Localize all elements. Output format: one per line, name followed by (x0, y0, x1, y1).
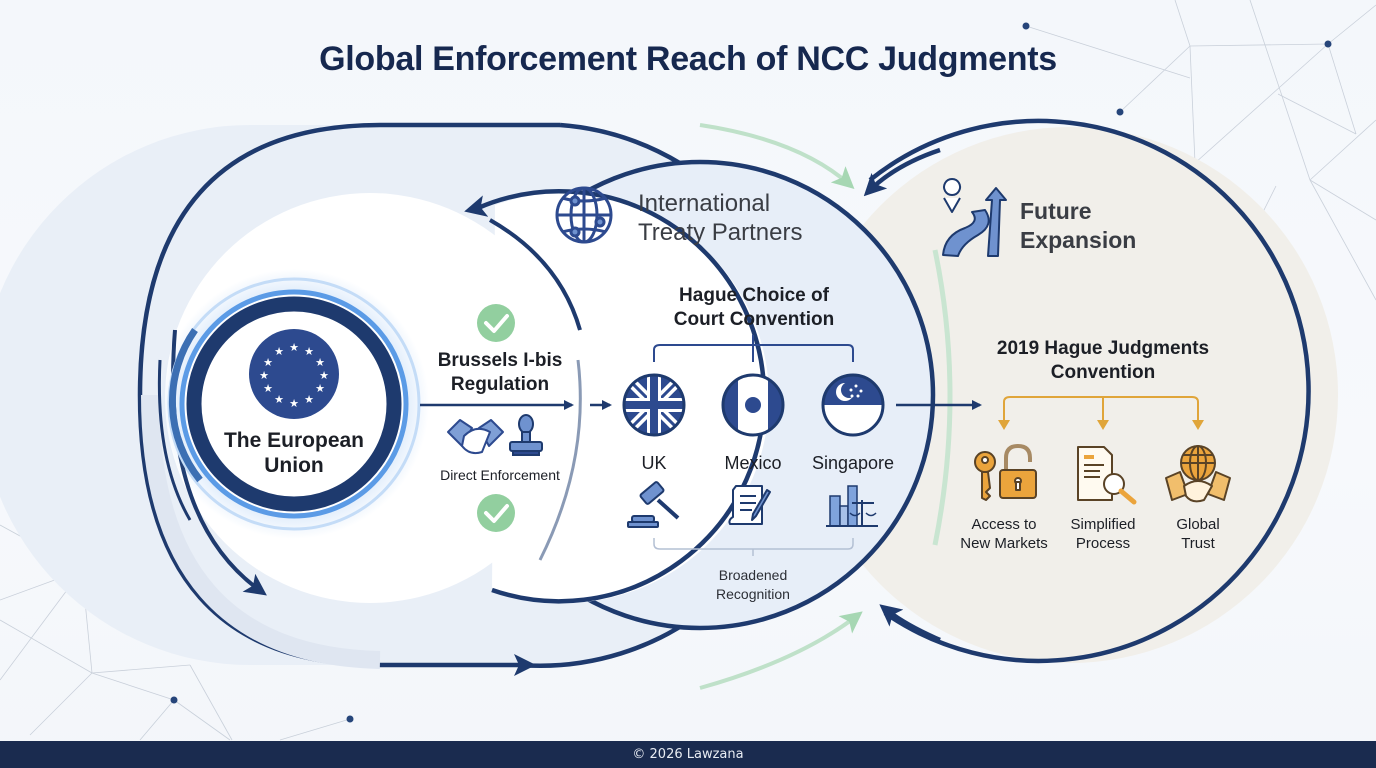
benefit-access-line2: New Markets (960, 535, 1048, 552)
svg-text:★: ★ (304, 345, 314, 358)
hague-choice-line1: Hague Choice of (679, 285, 829, 306)
country-singapore: Singapore (811, 453, 895, 473)
hague-choice-title: Hague Choice of Court Convention (654, 284, 854, 332)
document-search-icon (1077, 446, 1137, 505)
globe-network-icon (555, 186, 613, 244)
benefit-simplified-line1: Simplified (1070, 516, 1136, 533)
stamp-icon (509, 414, 543, 456)
handshake-icon (447, 419, 504, 455)
eu-flag-icon: ★★★ ★★★ ★★★ ★★★ (249, 329, 339, 419)
svg-text:★: ★ (304, 393, 314, 406)
brussels-title-line1: Brussels I-bis (437, 350, 563, 371)
broadened-recognition: Broadened Recognition (683, 566, 823, 604)
hague-judgments-line2: Convention (1050, 362, 1156, 383)
country-mexico: Mexico (724, 453, 782, 473)
city-scales-icon (826, 485, 878, 527)
hague-choice-line2: Court Convention (673, 309, 835, 330)
footer: © 2026 Lawzana (0, 741, 1376, 768)
eu-label-line1: The European (223, 429, 365, 452)
svg-text:★: ★ (263, 382, 273, 395)
svg-text:★: ★ (319, 369, 329, 382)
future-heading-line1: Future (1020, 198, 1092, 224)
broadened-line2: Recognition (716, 586, 790, 602)
svg-text:★: ★ (289, 341, 299, 354)
broadened-line1: Broadened (718, 567, 788, 583)
check-icon (477, 304, 515, 342)
benefit-access-line1: Access to (971, 516, 1037, 533)
brussels-caption: Direct Enforcement (440, 467, 560, 483)
future-heading-line2: Expansion (1020, 227, 1137, 253)
benefit-simplified: Simplified Process (1053, 515, 1153, 553)
svg-text:★: ★ (315, 382, 325, 395)
future-circle-outline (868, 118, 1311, 664)
uk-flag-icon (622, 373, 686, 437)
svg-text:★: ★ (274, 345, 284, 358)
brussels-title-line2: Regulation (450, 374, 550, 395)
check-icon (477, 494, 515, 532)
eu-label-line2: Union (264, 454, 324, 477)
hague-judgments-title: 2019 Hague Judgments Convention (973, 337, 1233, 385)
mexico-flag-icon (721, 373, 785, 437)
key-padlock-icon (974, 444, 1037, 501)
hague-judgments-line1: 2019 Hague Judgments (996, 338, 1210, 359)
gavel-icon (627, 481, 680, 528)
treaty-heading-line2: Treaty Partners (638, 219, 803, 246)
road-map-pin-icon (942, 178, 1007, 257)
document-pen-icon (728, 485, 771, 525)
treaty-heading: International Treaty Partners (638, 189, 878, 247)
globe-handshake-icon (1165, 445, 1231, 503)
benefit-access: Access to New Markets (949, 515, 1059, 553)
eu-label: The European Union (204, 428, 384, 478)
page-title: Global Enforcement Reach of NCC Judgment… (319, 40, 1057, 78)
svg-text:★: ★ (259, 369, 269, 382)
country-uk: UK (641, 453, 667, 473)
svg-text:★: ★ (315, 356, 325, 369)
benefit-trust-line2: Trust (1181, 535, 1215, 552)
benefit-trust: Global Trust (1158, 515, 1238, 553)
benefit-simplified-line2: Process (1075, 535, 1131, 552)
svg-text:★: ★ (289, 397, 299, 410)
brussels-title: Brussels I-bis Regulation (420, 349, 580, 397)
benefit-trust-line1: Global (1176, 516, 1220, 533)
svg-text:★: ★ (263, 356, 273, 369)
network-decoration (0, 0, 1376, 741)
svg-text:★: ★ (274, 393, 284, 406)
future-heading: Future Expansion (1020, 197, 1200, 255)
treaty-heading-line1: International (638, 190, 771, 217)
